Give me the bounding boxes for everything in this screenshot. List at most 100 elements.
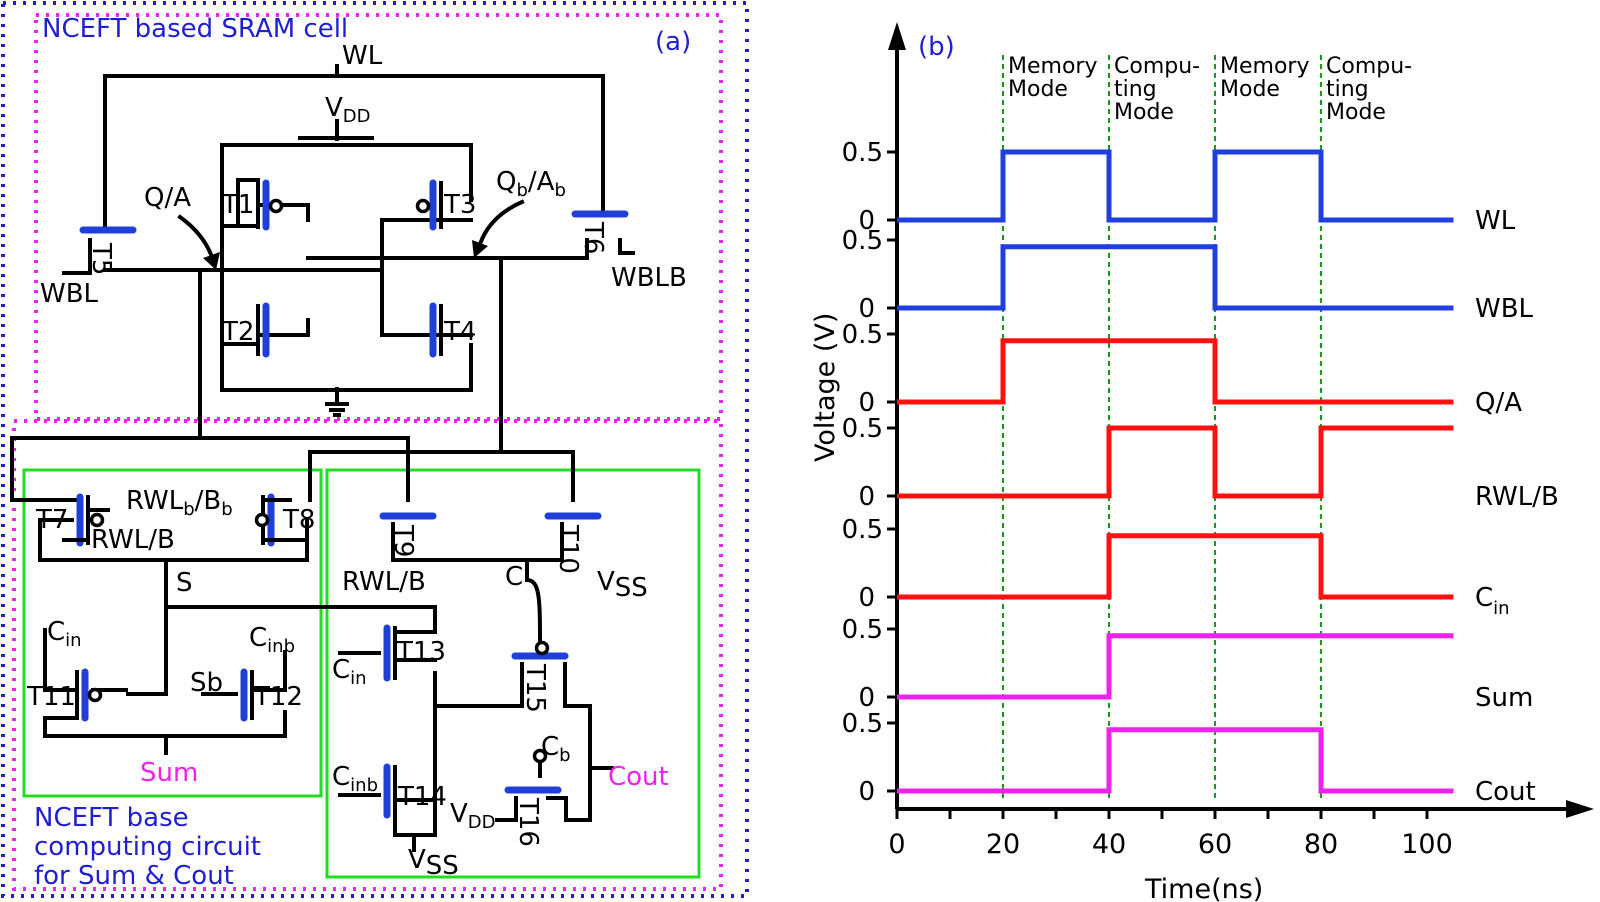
y-label-zero-3: 0 <box>858 388 875 418</box>
label-rwl-b-t7: RWL/B <box>91 525 175 555</box>
label-vdd-main: VDD <box>325 93 371 127</box>
label-t11: T11 <box>26 682 76 712</box>
x-tick-label-20: 20 <box>986 829 1020 860</box>
compute-title-line-1: NCEFT base <box>34 803 189 833</box>
label-vss-bottom: VSS <box>408 845 459 881</box>
label-t16: T16 <box>513 797 543 847</box>
trace-1: 00.5WL <box>842 138 1516 236</box>
x-tick-label-80: 80 <box>1304 829 1338 860</box>
label-t8: T8 <box>282 505 315 535</box>
x-axis-label: Time(ns) <box>1144 874 1263 902</box>
y-label-zero-6: 0 <box>858 683 875 713</box>
y-label-zero-5: 0 <box>858 583 875 613</box>
trace-name-6: Sum <box>1475 683 1533 713</box>
panel-b-tag: (b) <box>918 32 955 62</box>
y-label-zero-1: 0 <box>858 206 875 236</box>
label-t6: T6 <box>578 221 608 254</box>
signal-labels: WL VDD Q/A Qb/Ab WBL WBLB RWLb/Bb RWL/B … <box>40 41 687 881</box>
transistor-bodies <box>38 178 614 852</box>
sum-box <box>22 468 323 798</box>
label-t9: T9 <box>388 524 418 557</box>
label-qb-ab: Qb/Ab <box>496 167 566 201</box>
label-t15: T15 <box>520 663 550 713</box>
sram-title: NCEFT based SRAM cell <box>42 14 348 44</box>
waveform-6 <box>897 633 1454 700</box>
label-sum: Sum <box>140 758 198 788</box>
label-t2: T2 <box>221 317 254 347</box>
waveform-3 <box>897 338 1454 405</box>
label-t7: T7 <box>35 505 68 535</box>
panel-a-tag: (a) <box>655 27 691 57</box>
y-axis-label: Voltage (V) <box>810 313 841 462</box>
trace-3: 0 0.5Q/A <box>842 320 1523 418</box>
waveform-1 <box>897 149 1454 223</box>
label-cb: Cb <box>541 732 571 766</box>
label-cinb-t12: Cinb <box>249 623 295 657</box>
label-wblb: WBLB <box>611 263 687 293</box>
y-label-half-4: 0.5 <box>842 414 883 444</box>
waveform-2 <box>897 244 1454 311</box>
label-cin-t13: Cin <box>332 655 367 689</box>
label-s: S <box>176 568 193 598</box>
compute-title-line-2: computing circuit <box>34 832 261 862</box>
gates <box>76 179 629 819</box>
x-tick-label-60: 60 <box>1198 829 1232 860</box>
trace-name-2: WBL <box>1475 294 1534 324</box>
x-tick-label-0: 0 <box>888 829 905 860</box>
y-label-half-5: 0.5 <box>842 515 883 545</box>
label-t4: T4 <box>443 317 476 347</box>
y-label-zero-2: 0 <box>858 294 875 324</box>
compute-title-line-3: for Sum & Cout <box>34 861 234 891</box>
label-t13: T13 <box>396 637 446 667</box>
y-label-half-2: 0.5 <box>842 226 883 256</box>
label-vss-t10: VSS <box>597 567 648 603</box>
outer-border <box>1 1 749 898</box>
panel-a: NCEFT based SRAM cell (a) NCEFT base com… <box>1 1 749 898</box>
waveform-4 <box>897 425 1454 499</box>
label-wl: WL <box>342 41 383 71</box>
y-label-zero-4: 0 <box>858 482 875 512</box>
label-sb: Sb <box>190 668 223 698</box>
trace-name-7: Cout <box>1475 777 1536 807</box>
label-cin-t11: Cin <box>47 617 82 651</box>
x-tick-label-40: 40 <box>1092 829 1126 860</box>
transistor-labels: T1 T2 T3 T4 T5 T6 T7 T8 T9 T10 T11 T12 T… <box>26 190 608 847</box>
label-t5: T5 <box>86 242 116 275</box>
label-qa: Q/A <box>144 183 191 213</box>
label-c: C <box>505 562 523 592</box>
compute-title: NCEFT base computing circuit for Sum & C… <box>34 803 269 891</box>
label-t12: T12 <box>253 682 303 712</box>
label-rwlb-bb: RWLb/Bb <box>126 486 233 520</box>
waveform-5 <box>897 533 1454 600</box>
trace-name-5: Cin <box>1475 583 1510 619</box>
label-t14: T14 <box>397 782 447 812</box>
label-t3: T3 <box>443 190 476 220</box>
y-label-half-3: 0.5 <box>842 320 883 350</box>
trace-name-3: Q/A <box>1475 388 1522 418</box>
label-vdd-t14: VDD <box>450 799 496 833</box>
label-rwl-b-t9: RWL/B <box>342 567 426 597</box>
cout-box <box>325 468 701 879</box>
node-arrows <box>177 199 525 270</box>
label-cout: Cout <box>608 762 669 792</box>
label-t10: T10 <box>553 524 583 574</box>
axes <box>888 22 1594 818</box>
trace-name-1: WL <box>1475 206 1516 236</box>
trace-name-4: RWL/B <box>1475 482 1559 512</box>
traces: 00.5WL00.5WBL00.5Q/A00.5RWL/B00.5Cin00.5… <box>842 138 1559 807</box>
label-wbl: WBL <box>40 279 99 309</box>
sram-border <box>34 13 723 421</box>
bubbles <box>87 198 550 764</box>
waveform-7 <box>897 727 1454 794</box>
